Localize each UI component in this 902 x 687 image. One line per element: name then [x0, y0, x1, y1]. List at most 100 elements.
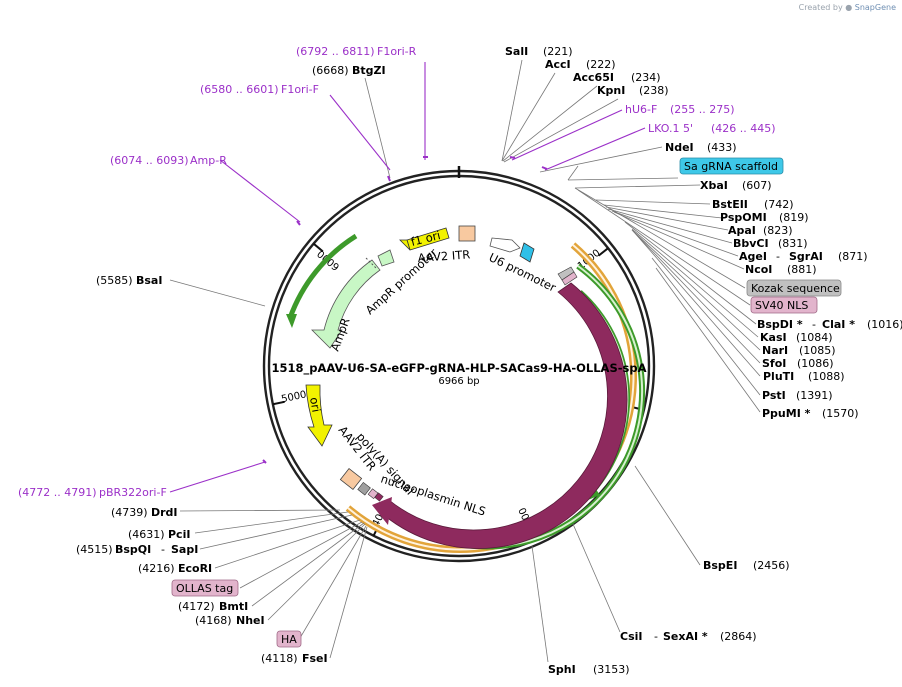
svg-text:(4772 .. 4791): (4772 .. 4791)	[18, 486, 97, 499]
svg-text:PluTI: PluTI	[763, 370, 794, 383]
svg-text:Amp-R: Amp-R	[190, 154, 227, 167]
svg-text:ApaI: ApaI	[728, 224, 756, 237]
svg-text:pBR322ori-F: pBR322ori-F	[99, 486, 167, 499]
svg-text:NheI: NheI	[236, 614, 265, 627]
svg-text:BspDI *: BspDI *	[757, 318, 803, 331]
primer-label-pbr322ori-f: (4772 .. 4791)pBR322ori-F	[18, 486, 167, 499]
svg-text:(221): (221)	[543, 45, 573, 58]
svg-text:BspEI: BspEI	[703, 559, 737, 572]
snapgene-logo-icon: ●	[845, 3, 853, 12]
credit-prefix: Created by	[798, 3, 843, 12]
svg-text:(4631): (4631)	[128, 528, 165, 541]
plasmid-size: 6966 bp	[438, 376, 479, 387]
svg-text:(3153): (3153)	[593, 663, 630, 676]
svg-text:LKO.1 5': LKO.1 5'	[648, 122, 693, 135]
svg-text:BtgZI: BtgZI	[352, 64, 386, 77]
svg-text:FseI: FseI	[302, 652, 328, 665]
site-label-ndei: NdeI(433)	[665, 141, 737, 154]
site-label-acc65i: Acc65I(234)	[573, 71, 661, 84]
svg-text:(433): (433)	[707, 141, 737, 154]
svg-text:BmtI: BmtI	[219, 600, 248, 613]
site-label-xbai: XbaI(607)	[700, 179, 772, 192]
svg-text:SphI: SphI	[548, 663, 576, 676]
svg-text:-: -	[161, 543, 165, 556]
svg-text:(234): (234)	[631, 71, 661, 84]
svg-text:(2864): (2864)	[720, 630, 757, 643]
primer-leader-lines	[169, 62, 646, 493]
svg-text:(4118): (4118)	[261, 652, 298, 665]
tick-label-5000: 5000	[280, 389, 307, 405]
svg-text:(1391): (1391)	[796, 389, 833, 402]
svg-text:SgrAI: SgrAI	[789, 250, 823, 263]
site-label-sphi: SphI (3153)	[548, 663, 630, 676]
svg-text:KasI: KasI	[760, 331, 787, 344]
svg-text:(831): (831)	[778, 237, 808, 250]
svg-text:(6580 .. 6601): (6580 .. 6601)	[200, 83, 279, 96]
svg-text:BsaI: BsaI	[136, 274, 162, 287]
svg-text:BstEII: BstEII	[712, 198, 748, 211]
svg-text:(222): (222)	[586, 58, 616, 71]
svg-text:(881): (881)	[787, 263, 817, 276]
polya-signal-feature	[357, 481, 371, 496]
svg-text:(5585): (5585)	[96, 274, 133, 287]
tick-1000	[598, 247, 609, 257]
svg-text:HA: HA	[281, 633, 297, 646]
site-label-bspdi-clai: BspDI *-ClaI *(1016)	[757, 318, 902, 331]
site-label-csii-sexai: CsiI-SexAI *(2864)	[620, 630, 757, 643]
site-label-ncoi: NcoI(881)	[745, 263, 817, 276]
site-label-bspqi-sapi: (4515)BspQI-SapI	[76, 543, 198, 556]
boxed-label-kozak: Kozak sequence	[746, 279, 842, 297]
site-label-acci: AccI (222)	[545, 58, 616, 71]
sa-grna-scaffold-feature	[519, 242, 535, 263]
site-label-agei-sgrai: AgeI-SgrAI(871)	[739, 250, 868, 263]
site-label-bbvci: BbvCI(831)	[733, 237, 808, 250]
site-label-fsei: (4118) FseI	[261, 652, 328, 665]
sacas9-arrowhead	[372, 497, 392, 525]
aav2-itr-bottom-feature	[339, 467, 363, 491]
site-label-apai: ApaI (823)	[728, 224, 793, 237]
svg-text:(1085): (1085)	[799, 344, 836, 357]
primer-label-f1ori-r: (6792 .. 6811)F1ori-R	[296, 45, 417, 58]
site-label-ppumi: PpuMI *(1570)	[762, 407, 859, 420]
snapgene-credit: Created by ● SnapGene	[799, 3, 896, 12]
svg-text:(823): (823)	[763, 224, 793, 237]
primer-label-f1ori-f: (6580 .. 6601)F1ori-F	[200, 83, 319, 96]
svg-text:(607): (607)	[742, 179, 772, 192]
aav2-itr-top-label: AAV2 ITR	[417, 247, 470, 265]
site-label-bsai: (5585)BsaI	[96, 274, 162, 287]
boxed-label-sa-grna-scaffold: Sa gRNA scaffold	[679, 157, 784, 175]
primer-label-amp-r: (6074 .. 6093)Amp-R	[110, 154, 227, 167]
primer-label-hu6-f: hU6-F(255 .. 275)	[625, 103, 735, 116]
svg-text:AccI: AccI	[545, 58, 571, 71]
leader-lines	[169, 59, 761, 663]
svg-text:PspOMI: PspOMI	[720, 211, 767, 224]
svg-text:PstI: PstI	[762, 389, 786, 402]
svg-text:(6792 .. 6811): (6792 .. 6811)	[296, 45, 375, 58]
credit-brand: SnapGene	[854, 3, 896, 12]
boxed-label-ollas-tag: OLLAS tag	[171, 579, 239, 597]
svg-text:(4515): (4515)	[76, 543, 113, 556]
svg-text:PpuMI *: PpuMI *	[762, 407, 811, 420]
svg-text:CsiI: CsiI	[620, 630, 642, 643]
f1-ori-label: f1 ori	[409, 228, 441, 249]
site-label-bmti: (4172)BmtI	[178, 600, 248, 613]
u6-promoter-feature	[489, 237, 521, 253]
site-label-drdi: (4739)DrdI	[111, 506, 178, 519]
site-label-kpni: KpnI(238)	[597, 84, 669, 97]
svg-text:BspQI: BspQI	[115, 543, 151, 556]
ori-feature	[305, 384, 333, 447]
nucleoplasmin-nls-feature	[374, 492, 384, 502]
boxed-label-ha: HA	[276, 630, 302, 648]
tick-6000	[312, 242, 324, 253]
aav2-itr-top-feature	[458, 225, 476, 242]
boxed-label-sv40-nls: SV40 NLS	[750, 296, 818, 314]
svg-text:SapI: SapI	[171, 543, 198, 556]
sv40-nls-feature	[561, 271, 578, 286]
site-label-pluti: PluTI(1088)	[763, 370, 845, 383]
svg-text:-: -	[776, 250, 780, 263]
svg-text:F1ori-R: F1ori-R	[377, 45, 417, 58]
ampr-feature	[311, 259, 381, 349]
svg-text:(871): (871)	[838, 250, 868, 263]
svg-text:DrdI: DrdI	[151, 506, 178, 519]
